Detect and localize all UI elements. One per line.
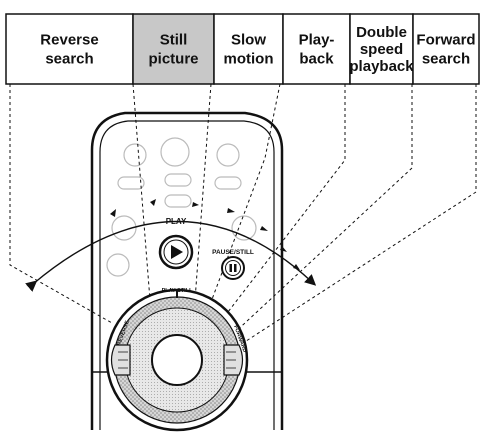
mode-label-table: Reverse search Still picture Slow motion Play-… (5, 13, 480, 85)
header-cell-reverse-search (5, 13, 134, 85)
header-label-slow-motion-line-1: Slow (231, 32, 266, 49)
header-cell-still-picture (132, 13, 215, 85)
header-label-playback-line-1: Play- (299, 32, 335, 49)
play-still-label: PLAY STILL (162, 288, 194, 294)
header-cell-double-speed-playback (349, 13, 414, 85)
pause-still-label: PAUSE/STILL (212, 249, 254, 256)
header-label-reverse-search-line-1: Reverse (40, 32, 98, 49)
leader-lines (9, 83, 477, 346)
jog-shuttle-dial[interactable] (105, 288, 249, 432)
header-label-reverse-search-line-2: search (45, 51, 93, 68)
leader-reverse-search (9, 84, 113, 324)
header-cell-playback (282, 13, 351, 85)
leader-forward-search (239, 84, 477, 346)
play-button[interactable] (158, 234, 194, 270)
play-label: PLAY (166, 217, 187, 226)
header-label-forward-search-line-1: Forward (416, 32, 475, 49)
header-label-double-speed-playback-line-1: Double (356, 24, 407, 41)
leader-slow-motion (204, 83, 281, 319)
header-cell-forward-search (412, 13, 480, 85)
pause-still-button[interactable] (221, 256, 245, 280)
jog-knob[interactable] (151, 334, 203, 386)
header-label-still-picture-line-2: picture (148, 51, 198, 68)
play-icon (171, 245, 183, 259)
header-label-still-picture-line-1: Still (160, 32, 188, 49)
header-label-slow-motion-line-2: motion (224, 51, 274, 68)
leader-still-picture-left (132, 83, 151, 301)
leader-playback (217, 84, 346, 326)
header-label-double-speed-playback-line-2: speed (360, 41, 403, 58)
pause-icon (229, 264, 232, 272)
shuttle-speed-arc (25, 199, 317, 292)
header-label-double-speed-playback-line-3: playback (349, 58, 414, 75)
header-label-forward-search-line-2: search (422, 51, 470, 68)
header-label-playback-line-2: back (299, 51, 334, 68)
header-cell-slow-motion (213, 13, 284, 85)
leader-still-picture-right (194, 83, 212, 301)
faded-remote-buttons (106, 137, 257, 277)
